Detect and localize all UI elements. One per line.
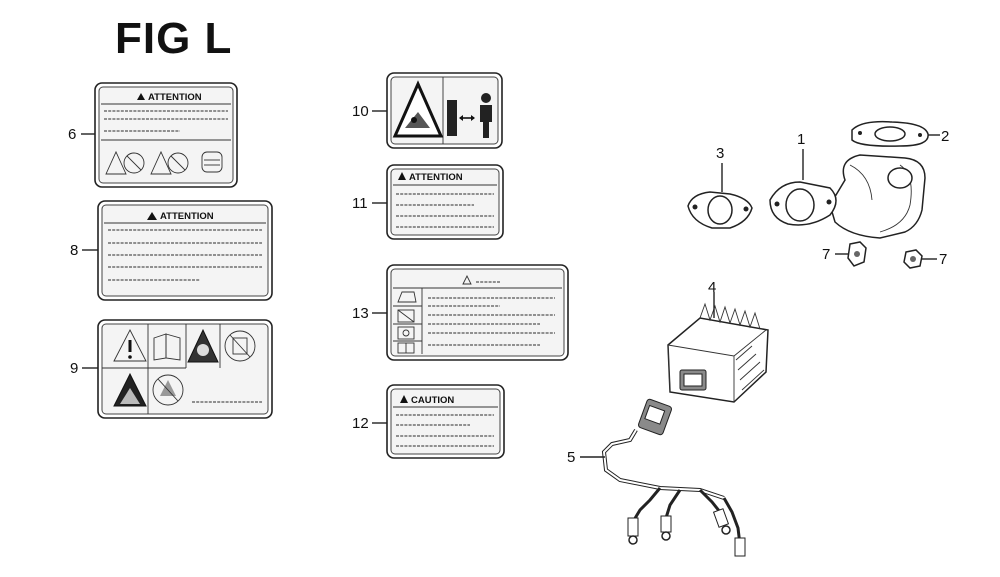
- callout-6: 6: [68, 126, 76, 143]
- warning-triangle-icon: [137, 93, 145, 100]
- engine-icon: [201, 151, 223, 173]
- label-8-header: ATTENTION: [160, 211, 214, 222]
- callout-3: 3: [716, 145, 724, 162]
- warning-prohibited-icon: [105, 150, 145, 175]
- fuel-tank-icon: [397, 291, 417, 303]
- label-12[interactable]: CAUTION 12: [352, 384, 505, 459]
- manual-book-icon: [397, 342, 415, 354]
- callout-11: 11: [352, 195, 368, 212]
- warning-triangle-icon: [147, 212, 157, 220]
- hazard-warning-icon: [187, 328, 219, 363]
- label-11[interactable]: ATTENTION 11: [352, 164, 504, 240]
- cooling-fins: [699, 302, 765, 391]
- callout-2: 2: [941, 128, 949, 145]
- figure-title: FIG L: [115, 14, 233, 63]
- callout-5: 5: [567, 449, 575, 466]
- warning-triangle-icon: [113, 329, 147, 362]
- warning-triangle-icon: [398, 172, 406, 180]
- hazard-warning-icon: [113, 372, 147, 407]
- callout-12: 12: [352, 415, 369, 432]
- part-5-wire-harness[interactable]: 5: [567, 398, 746, 557]
- terminal-connector: [734, 537, 746, 557]
- terminal-connector: [660, 515, 672, 541]
- callout-10: 10: [352, 103, 369, 120]
- label-13[interactable]: 13: [352, 264, 569, 361]
- callout-8: 8: [70, 242, 78, 259]
- label-6-header: ATTENTION: [148, 92, 202, 103]
- warning-triangle-icon: [400, 395, 408, 403]
- label-9[interactable]: 9: [70, 319, 273, 419]
- callout-4: 4: [708, 279, 716, 296]
- terminal-connector: [627, 517, 639, 545]
- prohibited-circle-icon: [152, 374, 184, 406]
- prohibited-circle-icon: [397, 309, 415, 323]
- part-1-exhaust-pipe[interactable]: 1: [769, 131, 926, 239]
- callout-13: 13: [352, 305, 369, 322]
- label-10[interactable]: 10: [352, 72, 503, 149]
- manual-book-icon: [153, 333, 181, 361]
- label-12-header: CAUTION: [411, 395, 454, 406]
- callout-1: 1: [797, 131, 805, 148]
- label-8[interactable]: ATTENTION 8: [70, 200, 273, 301]
- part-2-gasket[interactable]: 2: [851, 120, 949, 147]
- prohibited-circle-icon: [224, 330, 256, 362]
- part-7-nut[interactable]: 7: [903, 249, 947, 269]
- warning-triangle-icon: [462, 274, 472, 285]
- distance-arrow-icon: [459, 115, 475, 121]
- part-4-regulator[interactable]: 4: [667, 279, 769, 403]
- engine-icon: [397, 326, 415, 340]
- part-3-gasket[interactable]: 3: [687, 145, 753, 229]
- callout-7b: 7: [939, 251, 947, 268]
- person-icon: [480, 93, 492, 138]
- label-6[interactable]: ATTENTION 6: [68, 82, 238, 188]
- terminal-connector: [712, 508, 731, 535]
- label-11-header: ATTENTION: [409, 172, 463, 183]
- hazard-warning-icon: [392, 80, 444, 138]
- warning-prohibited-icon: [150, 150, 189, 175]
- callout-7a: 7: [822, 246, 830, 263]
- callout-9: 9: [70, 360, 78, 377]
- part-7-nut[interactable]: 7: [822, 241, 867, 267]
